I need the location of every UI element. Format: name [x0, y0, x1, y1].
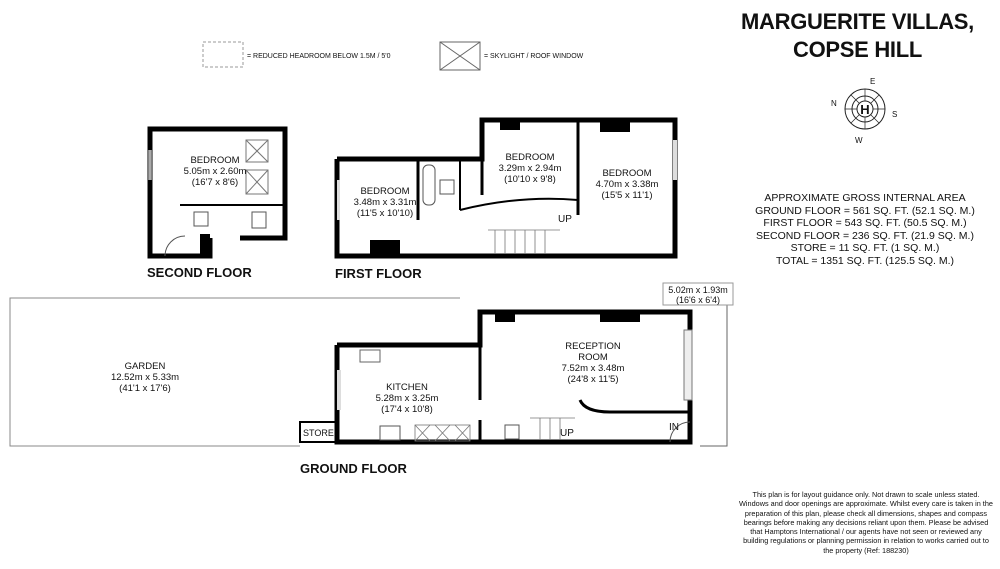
room-dimensions-metric: 5.28m x 3.25m [376, 393, 439, 404]
room-dimensions-metric: 3.48m x 3.31m [354, 197, 417, 208]
front-area-dimension-box [662, 282, 734, 306]
room-dimensions-metric: 12.52m x 5.33m [111, 372, 179, 383]
room-name: KITCHEN [386, 382, 428, 393]
room-name: BEDROOM [190, 155, 239, 166]
gross-internal-area: APPROXIMATE GROSS INTERNAL AREA GROUND F… [730, 192, 1000, 267]
reduced-headroom-swatch [202, 41, 244, 68]
entrance-label: IN [669, 422, 679, 433]
compass-center-letter: H [860, 102, 869, 117]
compass-icon: H E N S W [831, 77, 897, 145]
stairs-up-label: UP [560, 428, 574, 439]
room-dimensions-metric: 5.05m x 2.60m [184, 166, 247, 177]
compass-e: E [870, 77, 875, 86]
room-dimensions-imperial: (16'7 x 8'6) [192, 177, 238, 188]
second-floor-label: SECOND FLOOR [147, 265, 252, 280]
area-heading: APPROXIMATE GROSS INTERNAL AREA [764, 192, 966, 204]
room-dimensions-metric: 3.29m x 2.94m [499, 163, 562, 174]
room-dimensions-imperial: (11'5 x 10'10) [357, 208, 413, 219]
room-dimensions-imperial: (17'4 x 10'8) [381, 404, 433, 415]
compass-s: S [892, 110, 897, 119]
ground-floor-plan: GARDEN 12.52m x 5.33m (41'1 x 17'6) KITC… [9, 282, 734, 447]
store-label: STORE [303, 428, 334, 438]
title-line-2: COPSE HILL [792, 37, 922, 62]
stairs-up-label: UP [558, 214, 572, 225]
area-total: TOTAL = 1351 SQ. FT. (125.5 SQ. M.) [775, 254, 955, 267]
property-title: MARGUERITE VILLAS, COPSE HILL [720, 8, 995, 64]
area-store: STORE = 11 SQ. FT. (1 SQ. M.) [790, 242, 940, 254]
compass-n: N [831, 99, 837, 108]
room-name: BEDROOM [602, 168, 651, 179]
room-dimensions-metric: 7.52m x 3.48m [562, 363, 625, 374]
first-floor-label: FIRST FLOOR [335, 266, 422, 281]
front-area-imperial: (16'6 x 6'4) [676, 295, 720, 305]
room-dimensions-imperial: (10'10 x 9'8) [504, 174, 556, 185]
front-area-metric: 5.02m x 1.93m [668, 285, 728, 295]
compass-w: W [855, 136, 863, 145]
room-dimensions-metric: 4.70m x 3.38m [596, 179, 659, 190]
room-name: RECEPTION [565, 341, 621, 352]
ground-floor-label: GROUND FLOOR [300, 461, 407, 476]
area-ground-floor: GROUND FLOOR = 561 SQ. FT. (52.1 SQ. M.) [755, 204, 975, 217]
legend: = REDUCED HEADROOM BELOW 1.5M / 5'0 = SK… [202, 41, 584, 71]
second-floor-plan: BEDROOM 5.05m x 2.60m (16'7 x 8'6) [147, 126, 288, 259]
title-line-1: MARGUERITE VILLAS, [741, 9, 974, 34]
area-first-floor: FIRST FLOOR = 543 SQ. FT. (50.5 SQ. M.) [763, 217, 967, 229]
area-second-floor: SECOND FLOOR = 236 SQ. FT. (21.9 SQ. M.) [756, 229, 974, 242]
room-name: BEDROOM [505, 152, 554, 163]
room-name-line2: ROOM [578, 352, 608, 363]
disclaimer: This plan is for layout guidance only. N… [739, 490, 993, 555]
skylight-label: = SKYLIGHT / ROOF WINDOW [484, 53, 584, 60]
skylight-swatch [439, 41, 481, 71]
room-dimensions-imperial: (15'5 x 11'1) [602, 190, 653, 201]
first-floor-plan: BEDROOM 3.48m x 3.31m (11'5 x 10'10) BED… [334, 117, 678, 259]
room-name: GARDEN [125, 361, 166, 372]
room-dimensions-imperial: (41'1 x 17'6) [119, 383, 171, 394]
room-dimensions-imperial: (24'8 x 11'5) [568, 374, 619, 385]
reduced-headroom-label: = REDUCED HEADROOM BELOW 1.5M / 5'0 [247, 53, 391, 60]
room-name: BEDROOM [360, 186, 409, 197]
